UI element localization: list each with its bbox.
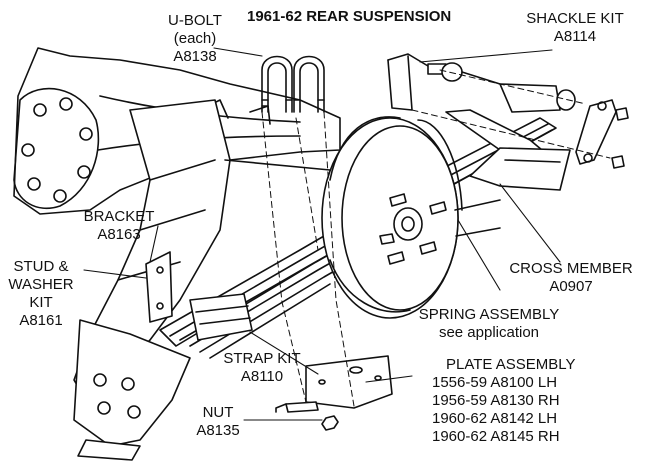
shackle-name: SHACKLE KIT	[526, 10, 624, 27]
nut-name: NUT	[202, 404, 234, 421]
plate-assembly-label: PLATE ASSEMBLY 1556-59 A8100 LH 1956-59 …	[432, 356, 576, 446]
stud-line1: STUD &	[13, 258, 69, 275]
diagram-title: 1961-62 REAR SUSPENSION	[247, 8, 452, 25]
stud-line2: WASHER	[8, 276, 74, 293]
stud-washer-kit-label: STUD & WASHER KIT A8161	[0, 258, 82, 330]
nut-part: A8135	[196, 422, 240, 439]
shackle-part: A8114	[553, 28, 597, 45]
strap-name: STRAP KIT	[223, 350, 301, 367]
stud-part: A8161	[19, 312, 63, 329]
spring-note: see application	[438, 324, 540, 341]
bracket-name: BRACKET	[83, 208, 155, 225]
centerlines	[261, 69, 611, 407]
stud-line3: KIT	[29, 294, 53, 311]
spring-name: SPRING ASSEMBLY	[418, 306, 560, 323]
cross-member-part: A0907	[549, 278, 593, 295]
bracket-label: BRACKET A8163	[72, 208, 166, 244]
strap-part: A8110	[240, 368, 284, 385]
nut-label: NUT A8135	[188, 404, 248, 440]
plate-name: PLATE ASSEMBLY	[446, 356, 576, 373]
u-bolts	[261, 55, 325, 113]
brake-drum	[321, 116, 501, 319]
ubolt-qty: (each)	[173, 30, 217, 47]
ubolt-label: U-BOLT (each) A8138	[150, 12, 240, 66]
strap-kit-label: STRAP KIT A8110	[212, 350, 312, 386]
ubolt-name: U-BOLT	[168, 12, 222, 29]
spring-assembly-label: SPRING ASSEMBLY see application	[410, 306, 568, 342]
bracket	[145, 251, 173, 323]
bracket-part: A8163	[97, 226, 141, 243]
shackle-kit-label: SHACKLE KIT A8114	[510, 10, 640, 46]
mount-plate-left	[73, 319, 191, 461]
spring-strap	[189, 293, 253, 341]
cross-member-name: CROSS MEMBER	[509, 260, 633, 277]
leader-lines	[83, 47, 561, 421]
plate-row-1: 1556-59 A8100 LH	[432, 374, 558, 391]
plate-row-4: 1960-62 A8145 RH	[432, 428, 560, 445]
ubolt-part: A8138	[173, 48, 217, 65]
plate-row-3: 1960-62 A8142 LH	[432, 410, 558, 427]
cross-member-label: CROSS MEMBER A0907	[498, 260, 644, 296]
plate-row-2: 1956-59 A8130 RH	[432, 392, 560, 409]
cross-member	[469, 147, 571, 191]
